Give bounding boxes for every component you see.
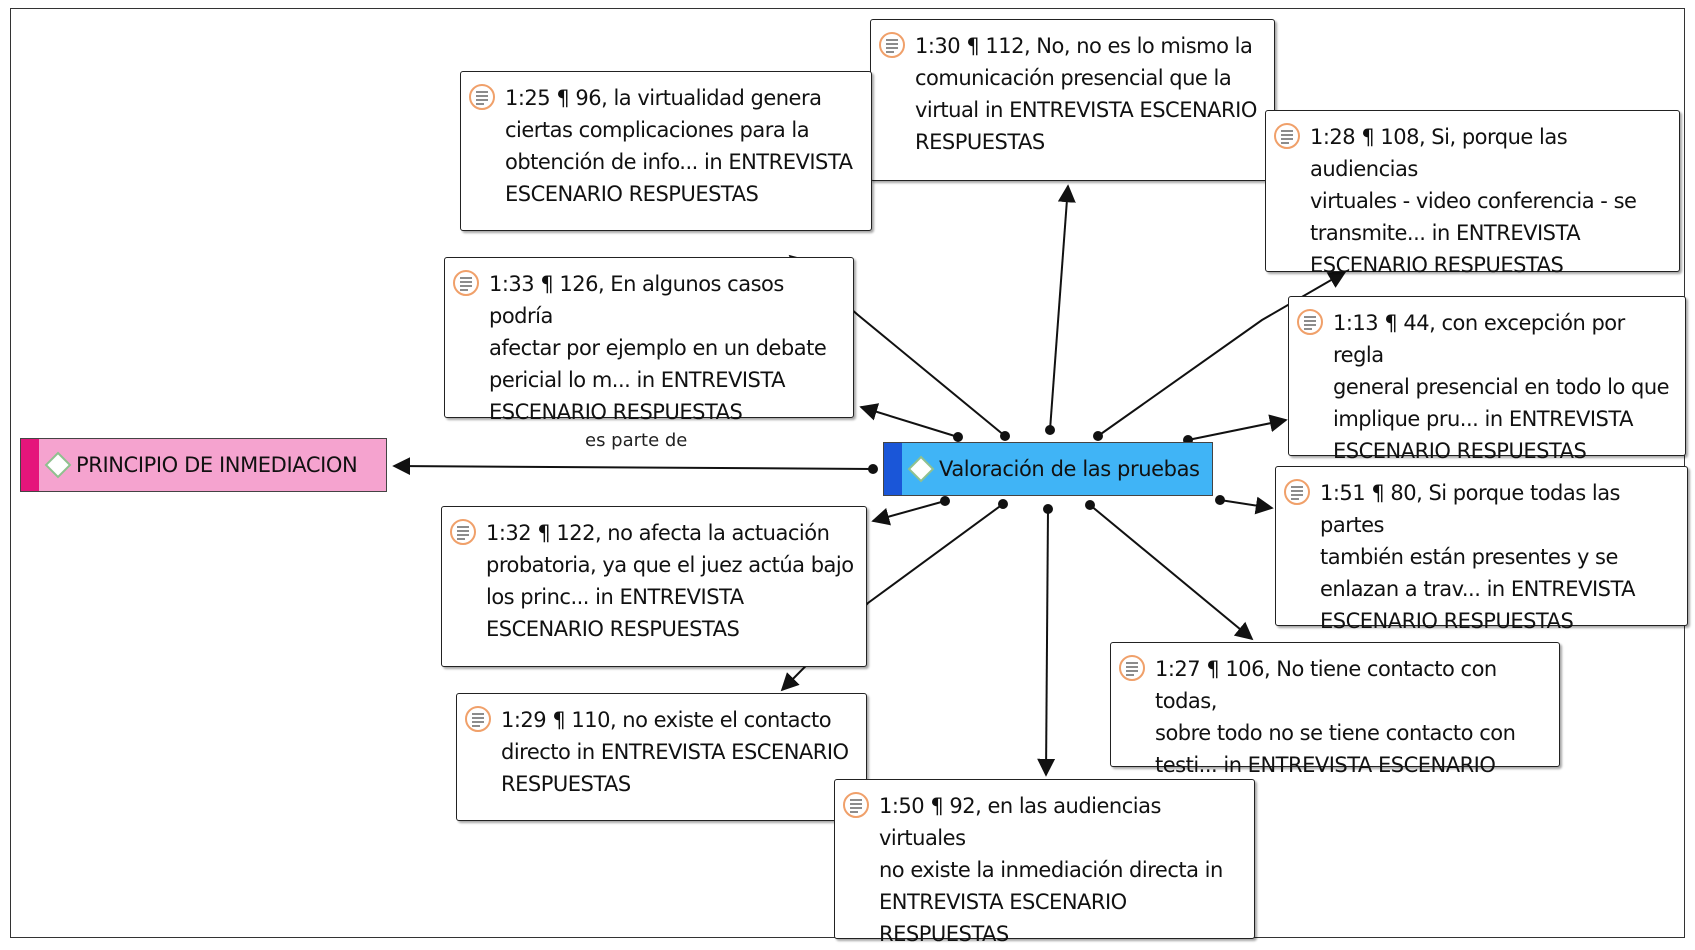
quotation-line: ESCENARIO RESPUESTAS: [486, 617, 740, 641]
link-q-1-50: [1037, 508, 1056, 777]
document-lines-icon: [453, 270, 479, 296]
quotation-line: 1:30 ¶ 112, No, no es lo mismo la: [915, 34, 1253, 58]
code-label: Valoración de las pruebas: [939, 457, 1200, 481]
quotation-line: ESCENARIO RESPUESTAS: [1310, 253, 1564, 277]
quotation-node-1-27[interactable]: 1:27 ¶ 106, No tiene contacto con todas,…: [1110, 642, 1560, 809]
quotation-line: 1:29 ¶ 110, no existe el contacto: [501, 708, 832, 732]
quotation-node-1-51[interactable]: 1:51 ¶ 80, Si porque todas las partes ta…: [1275, 466, 1688, 633]
quotation-line: no existe la inmediación directa in: [879, 858, 1223, 882]
quotation-line: pericial lo m... in ENTREVISTA: [489, 368, 785, 392]
quotation-line: sobre todo no se tiene contacto con: [1155, 721, 1516, 745]
link-q-1-30: [1049, 184, 1076, 431]
diamond-icon: [44, 451, 72, 479]
code-label: PRINCIPIO DE INMEDIACION: [76, 453, 358, 477]
quotation-line: comunicación presencial que la: [915, 66, 1232, 90]
code-color-bar: [21, 439, 39, 491]
document-lines-icon: [450, 519, 476, 545]
quotation-line: RESPUESTAS: [501, 772, 631, 796]
document-lines-icon: [1274, 123, 1300, 149]
quotation-line: 1:50 ¶ 92, en las audiencias virtuales: [879, 794, 1161, 850]
document-lines-icon: [469, 84, 495, 110]
quotation-node-1-50[interactable]: 1:50 ¶ 92, en las audiencias virtuales n…: [834, 779, 1255, 946]
quotation-line: afectar por ejemplo en un debate: [489, 336, 827, 360]
quotation-line: obtención de info... in ENTREVISTA: [505, 150, 853, 174]
quotation-line: también están presentes y se: [1320, 545, 1618, 569]
document-lines-icon: [843, 792, 869, 818]
quotation-line: RESPUESTAS: [915, 130, 1045, 154]
code-node-valoracion-pruebas[interactable]: Valoración de las pruebas: [883, 442, 1213, 496]
quotation-line: probatoria, ya que el juez actúa bajo: [486, 553, 854, 577]
quotation-line: ESCENARIO RESPUESTAS: [1320, 609, 1574, 633]
document-lines-icon: [879, 32, 905, 58]
quotation-node-1-32[interactable]: 1:32 ¶ 122, no afecta la actuación proba…: [441, 506, 867, 667]
quotation-line: transmite... in ENTREVISTA: [1310, 221, 1581, 245]
quotation-line: 1:51 ¶ 80, Si porque todas las partes: [1320, 481, 1621, 537]
link-q-1-27: [1089, 504, 1254, 641]
quotation-node-1-25[interactable]: 1:25 ¶ 96, la virtualidad genera ciertas…: [460, 71, 872, 231]
quotation-node-1-13[interactable]: 1:13 ¶ 44, con excepción por regla gener…: [1288, 296, 1686, 463]
quotation-line: 1:32 ¶ 122, no afecta la actuación: [486, 521, 830, 545]
quotation-line: ESCENARIO RESPUESTAS: [1333, 439, 1587, 463]
link-q-1-33: [859, 403, 959, 438]
document-lines-icon: [1284, 479, 1310, 505]
quotation-line: 1:28 ¶ 108, Si, porque las audiencias: [1310, 125, 1568, 181]
quotation-line: 1:25 ¶ 96, la virtualidad genera: [505, 86, 822, 110]
code-color-bar: [884, 443, 902, 495]
quotation-line: virtuales - video conferencia - se: [1310, 189, 1637, 213]
link-q-1-28: [1097, 271, 1347, 437]
link-q-1-13: [1187, 414, 1288, 441]
quotation-line: los princ... in ENTREVISTA: [486, 585, 744, 609]
quotation-line: directo in ENTREVISTA ESCENARIO: [501, 740, 849, 764]
quotation-node-1-28[interactable]: 1:28 ¶ 108, Si, porque las audiencias vi…: [1265, 110, 1680, 277]
quotation-line: ESCENARIO RESPUESTAS: [505, 182, 759, 206]
quotation-line: 1:33 ¶ 126, En algunos casos podría: [489, 272, 784, 328]
quotation-line: ESCENARIO RESPUESTAS: [489, 400, 743, 424]
quotation-line: 1:13 ¶ 44, con excepción por regla: [1333, 311, 1625, 367]
quotation-line: general presencial en todo lo que: [1333, 375, 1670, 399]
quotation-line: virtual in ENTREVISTA ESCENARIO: [915, 98, 1257, 122]
relation-label: es parte de: [585, 430, 688, 451]
link-principle: [392, 457, 874, 476]
quotation-line: ciertas complicaciones para la: [505, 118, 810, 142]
code-node-principio-inmediacion[interactable]: PRINCIPIO DE INMEDIACION: [20, 438, 387, 492]
quotation-line: ENTREVISTA ESCENARIO: [879, 890, 1127, 914]
document-lines-icon: [465, 706, 491, 732]
document-lines-icon: [1297, 309, 1323, 335]
link-q-1-32: [871, 500, 946, 526]
quotation-line: implique pru... in ENTREVISTA: [1333, 407, 1633, 431]
diamond-icon: [907, 455, 935, 483]
quotation-node-1-29[interactable]: 1:29 ¶ 110, no existe el contacto direct…: [456, 693, 867, 821]
quotation-node-1-30[interactable]: 1:30 ¶ 112, No, no es lo mismo la comuni…: [870, 19, 1275, 181]
quotation-line: RESPUESTAS: [879, 922, 1009, 946]
link-q-1-51: [1219, 496, 1274, 515]
quotation-node-1-33[interactable]: 1:33 ¶ 126, En algunos casos podría afec…: [444, 257, 854, 424]
quotation-line: enlazan a trav... in ENTREVISTA: [1320, 577, 1636, 601]
quotation-line: 1:27 ¶ 106, No tiene contacto con todas,: [1155, 657, 1497, 713]
document-lines-icon: [1119, 655, 1145, 681]
